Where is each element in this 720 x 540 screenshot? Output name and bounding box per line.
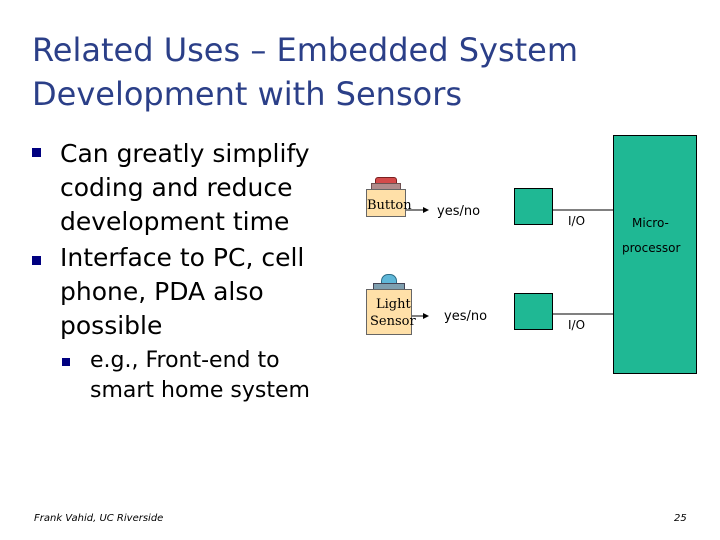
slide-title: Related Uses – Embedded System Developme…	[32, 28, 692, 116]
bullet-1-line-3: development time	[60, 207, 290, 236]
sub-bullet: e.g., Front-end to smart home system	[90, 346, 310, 406]
button-signal-label: yes/no	[437, 204, 481, 219]
interface-block-top	[514, 188, 553, 225]
page-number: 25	[674, 513, 687, 524]
bullet-1-line-2: coding and reduce	[60, 173, 293, 202]
light-sensor-label-line-1: Light	[376, 297, 411, 312]
bullet-marker-2	[32, 256, 41, 265]
interface-block-bottom	[514, 293, 553, 330]
button-icon	[366, 177, 406, 217]
sub-bullet-marker	[62, 358, 70, 366]
light-sensor-label-line-2: Sensor	[370, 314, 416, 329]
io-label-bottom: I/O	[568, 318, 586, 332]
footer-author: Frank Vahid, UC Riverside	[34, 513, 164, 524]
bullet-1-line-1: Can greatly simplify	[60, 139, 310, 168]
bullet-2: Interface to PC, cell phone, PDA also po…	[60, 241, 304, 343]
bullet-1: Can greatly simplify coding and reduce d…	[60, 137, 310, 239]
bullet-marker-1	[32, 148, 41, 157]
microprocessor-label-line-2: processor	[622, 241, 681, 255]
sub-bullet-line-1: e.g., Front-end to	[90, 348, 280, 373]
microprocessor-block	[613, 135, 697, 374]
bullet-2-line-1: Interface to PC, cell	[60, 243, 305, 272]
light-sensor-icon	[366, 274, 412, 336]
bullet-2-line-2: phone, PDA also	[60, 277, 264, 306]
slide-title-line-2: Development with Sensors	[32, 75, 463, 113]
button-label: Button	[367, 198, 412, 213]
slide-title-line-1: Related Uses – Embedded System	[32, 31, 579, 69]
sensor-signal-label: yes/no	[444, 309, 488, 324]
io-label-top: I/O	[568, 214, 586, 228]
sub-bullet-line-2: smart home system	[90, 378, 310, 403]
microprocessor-label-line-1: Micro-	[632, 216, 669, 230]
bullet-2-line-3: possible	[60, 311, 163, 340]
